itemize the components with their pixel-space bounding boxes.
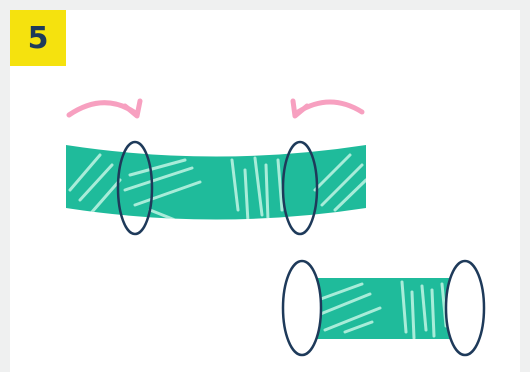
tape-roll-end-left [281,259,323,357]
curved-arrow-left-icon [290,98,365,119]
tape-ring-left [116,140,154,236]
tape-roll-pattern [316,280,448,339]
tape-pattern [68,153,366,220]
tape-roll-end-right [444,259,486,357]
tape-roll-result [281,259,486,357]
tape-strip-curved [66,145,366,220]
curved-arrow-right-icon [66,98,143,119]
tape-ring-right [281,140,319,236]
step-number: 5 [27,20,49,56]
step-badge: 5 [10,10,66,66]
